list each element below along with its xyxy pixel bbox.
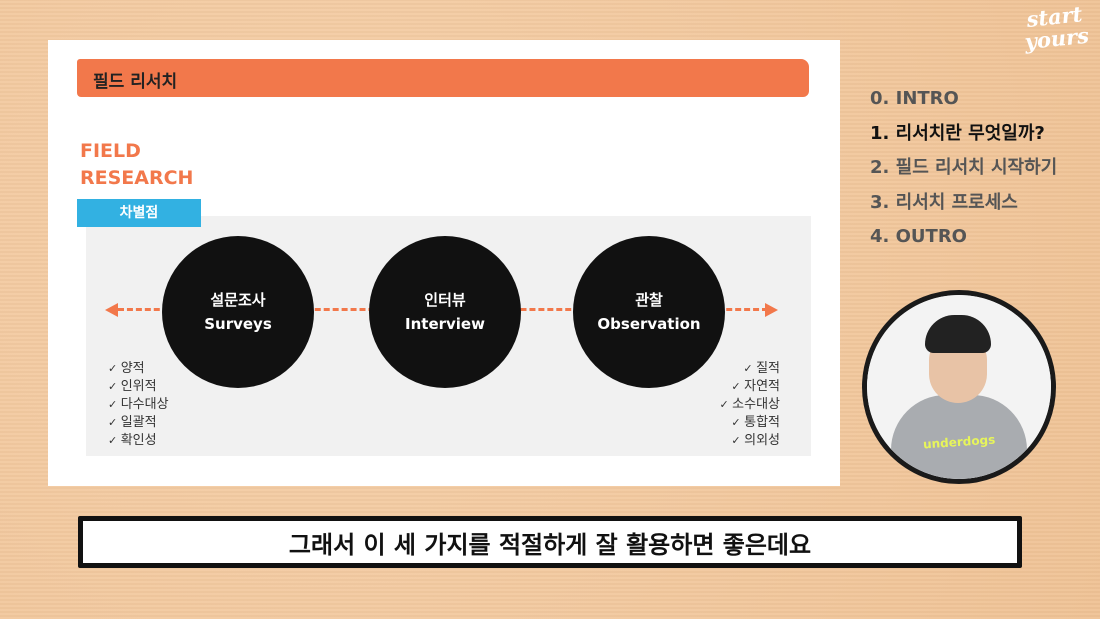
list-item: 확인성 [108,432,169,450]
list-item: 양적 [108,360,169,378]
list-item: 인위적 [108,378,169,396]
list-item: 일괄적 [108,414,169,432]
presentation-slide: 필드 리서치 FIELD RESEARCH 차별점 설문조사 Surveys 인… [48,40,840,486]
toc-item-research-process: 3. 리서치 프로세스 [870,191,1018,213]
list-item: 다수대상 [108,396,169,414]
quantitative-traits-list: 양적 인위적 다수대상 일괄적 확인성 [108,360,169,450]
list-item: 소수대상 [719,396,780,414]
toc-item-outro: 4. OUTRO [870,226,967,247]
observation-en: Observation [597,315,701,333]
observation-ko: 관찰 [635,291,663,309]
hoodie [891,395,1027,479]
presenter-webcam: underdogs [862,290,1056,484]
arrow-left-icon [105,303,118,317]
interview-ko: 인터뷰 [424,291,466,309]
arrow-right-icon [765,303,778,317]
qualitative-traits-list: 질적 자연적 소수대상 통합적 의외성 [719,360,780,450]
caption-subtitle: 그래서 이 세 가지를 적절하게 잘 활용하면 좋은데요 [78,516,1022,568]
list-item: 질적 [719,360,780,378]
slide-title-bar: 필드 리서치 [77,59,809,97]
interview-en: Interview [405,315,485,333]
list-item: 통합적 [719,414,780,432]
start-yours-logo: start yours [1015,1,1096,62]
surveys-circle: 설문조사 Surveys [162,236,314,388]
toc-item-intro: 0. INTRO [870,88,959,109]
presenter-hair [925,315,991,353]
observation-circle: 관찰 Observation [573,236,725,388]
toc-item-field-research-start: 2. 필드 리서치 시작하기 [870,157,1058,178]
slide-title: 필드 리서치 [93,72,178,92]
field-research-heading: FIELD RESEARCH [80,138,193,192]
surveys-ko: 설문조사 [210,291,266,309]
table-of-contents: 0. INTRO 1. 리서치란 무엇일까? 2. 필드 리서치 시작하기 3.… [870,82,1057,255]
list-item: 의외성 [719,432,780,450]
list-item: 자연적 [719,378,780,396]
field-research-line-1: FIELD [80,140,141,162]
surveys-en: Surveys [204,315,272,333]
difference-badge: 차별점 [77,199,201,227]
toc-item-what-is-research: 1. 리서치란 무엇일까? [870,122,1045,144]
logo-line-2: yours [1023,22,1090,55]
interview-circle: 인터뷰 Interview [369,236,521,388]
field-research-line-2: RESEARCH [80,167,194,189]
